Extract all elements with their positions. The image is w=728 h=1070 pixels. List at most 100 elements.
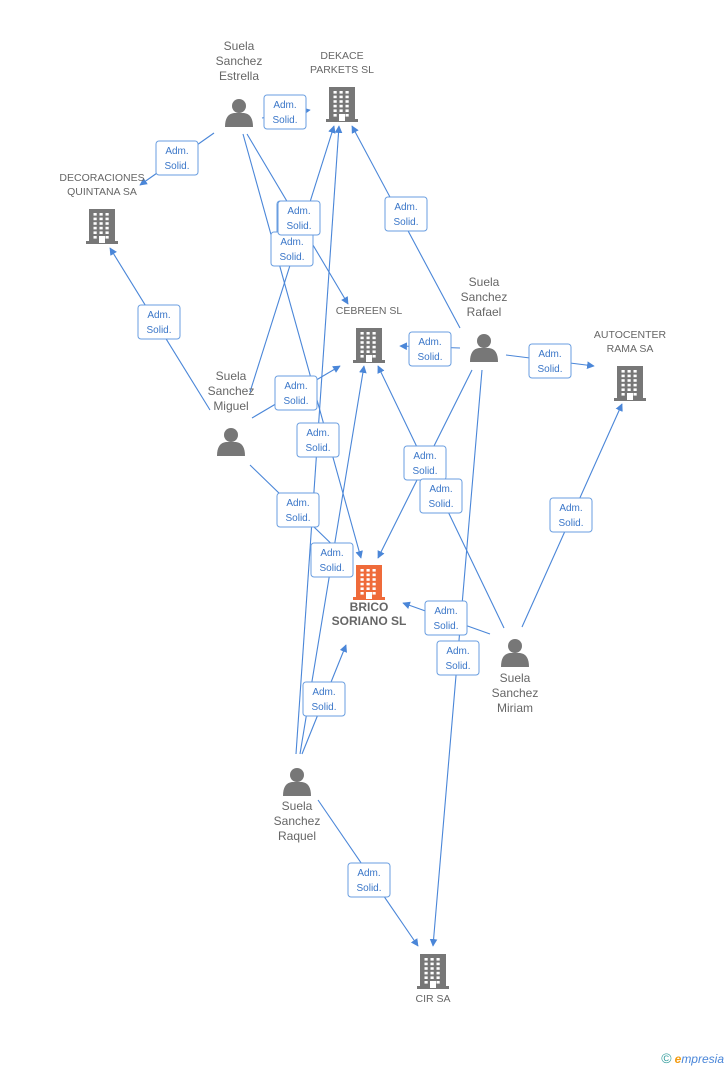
edge-label-rafael-autocenter[interactable]: Adm.Solid. [528,343,572,379]
person-icon [225,99,253,127]
edge-label-text: Solid. [428,499,453,510]
edge-label-box [310,542,354,578]
node-decoraciones[interactable]: DECORACIONES QUINTANA SA [59,172,145,244]
node-label-miguel: Suela [216,369,247,383]
edge-label-text: Adm. [538,349,561,360]
node-label-rafael: Suela [469,275,500,289]
edge-label-text: Adm. [429,484,452,495]
edge-label-rafael-cir[interactable]: Adm. Solid. [436,640,480,676]
node-label-rafael: Rafael [467,305,502,319]
edge-label-text: Adm. [280,237,303,248]
edge-label-text: Solid. [319,563,344,574]
edge-label-box [347,862,391,898]
edge-label-text: Adm. [446,646,469,657]
edge-label-rafael-dekace[interactable]: Adm. Solid. [384,196,428,232]
brand-initial: e [674,1052,682,1066]
edge-label-text: Solid. [283,396,308,407]
edge-label-raquel-cir[interactable]: Adm.Solid. [347,862,391,898]
edge-label-text: Solid. [279,252,304,263]
edge-label-miguel-brico[interactable]: Adm.Solid. [276,492,320,528]
edge-label-raquel-brico[interactable]: Adm. Solid. [302,681,346,717]
node-label-dekace: PARKETS SL [310,64,374,76]
edge-label-miguel-decoraciones[interactable]: Adm.Solid. [137,304,181,340]
person-icon [470,334,498,362]
edge-label-box [384,196,428,232]
edge-label-estrella-dekace[interactable]: Adm.Solid. [263,94,307,130]
edge-label-text: Adm. [286,498,309,509]
edge-label-box [302,681,346,717]
building-icon [417,954,449,989]
edge-label-text: Adm. [394,202,417,213]
node-cir[interactable]: CIR SA [415,954,451,1005]
node-cebreen[interactable]: CEBREEN SL [336,305,403,363]
node-label-estrella: Estrella [219,69,259,83]
node-label-raquel: Raquel [278,829,316,843]
edge-label-miguel-cebreen[interactable]: Adm. Solid. [274,375,318,411]
edge-label-box [419,478,463,514]
copyright-symbol: © [661,1050,672,1066]
person-icon [283,768,311,796]
node-label-brico: BRICO [350,600,389,614]
edge-label-miguel-dekace[interactable]: Adm.Solid. [277,200,321,236]
edge-label-text: Adm. [413,451,436,462]
building-icon [353,565,385,600]
edge-label-raquel-cebreen[interactable]: Adm. Solid. [310,542,354,578]
node-label-cir: CIR SA [415,993,450,1005]
edge-label-text: Adm. [165,146,188,157]
edge-label-text: Solid. [164,161,189,172]
edge-label-miriam-brico[interactable]: Adm. Solid. [424,600,468,636]
edges-layer [109,107,623,947]
edge-label-estrella-decoraciones[interactable]: Adm. Solid. [155,140,199,176]
node-label-autocenter: AUTOCENTER [594,329,667,341]
edge-label-text: Solid. [272,115,297,126]
edge-label-box [276,492,320,528]
edge-label-miriam-cebreen[interactable]: Adm. Solid. [419,478,463,514]
edge-label-miriam-autocenter[interactable]: Adm. Solid. [549,497,593,533]
node-label-brico: SORIANO SL [332,614,407,628]
edge-label-text: Adm. [559,503,582,514]
footer-brand[interactable]: ©empresia [661,1050,724,1066]
person-icon [501,639,529,667]
edge-label-text: Adm. [284,381,307,392]
node-label-miriam: Suela [500,671,531,685]
node-label-estrella: Sanchez [216,54,263,68]
edge-estrella-brico [242,133,363,559]
node-label-miguel: Sanchez [208,384,255,398]
edge-labels-layer: Adm. Solid. Adm. Solid. Adm. Solid. Adm. Solid.… [137,94,593,898]
edge-label-text: Adm. [320,548,343,559]
edge-label-box [549,497,593,533]
building-icon [326,87,358,122]
edge-label-box [296,422,340,458]
edge-label-estrella-brico[interactable]: Adm. Solid. [270,231,314,267]
edge-label-text: Solid. [445,661,470,672]
edge-label-box [155,140,199,176]
edge-label-text: Solid. [393,217,418,228]
edge-label-text: Adm. [434,606,457,617]
edge-label-text: Adm. [312,687,335,698]
edge-label-text: Solid. [558,518,583,529]
edge-label-box [408,331,452,367]
building-icon [86,209,118,244]
node-label-rafael: Sanchez [461,290,508,304]
edge-label-text: Solid. [311,702,336,713]
node-label-miguel: Miguel [213,399,248,413]
edge-label-text: Solid. [433,621,458,632]
edge-label-text: Adm. [418,337,441,348]
edge-label-text: Adm. [287,206,310,217]
building-icon [614,366,646,401]
node-label-decoraciones: QUINTANA SA [67,186,137,198]
edge-label-rafael-cebreen[interactable]: Adm.Solid. [408,331,452,367]
node-label-decoraciones: DECORACIONES [59,172,144,184]
edge-label-raquel-dekace[interactable]: Adm.Solid. [296,422,340,458]
edge-label-rafael-brico[interactable]: Adm.Solid. [403,445,447,481]
